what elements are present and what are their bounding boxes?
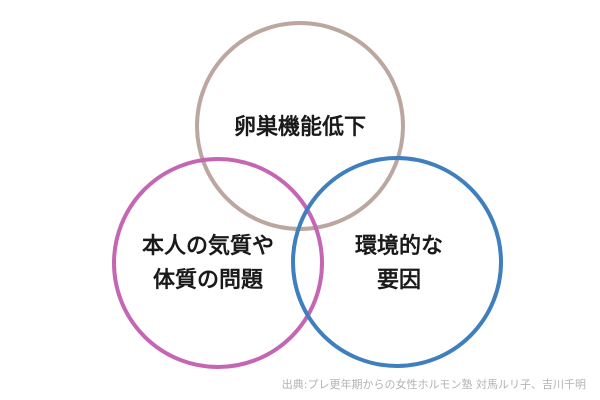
ring-temperament: [112, 157, 324, 369]
label-temperament-line1: 本人の気質や: [142, 233, 274, 259]
circle-temperament: 本人の気質や 体質の問題: [112, 157, 324, 369]
circle-environment: 環境的な 要因: [291, 156, 503, 368]
label-environment-line1: 環境的な: [355, 233, 443, 259]
ring-environment: [291, 156, 503, 368]
label-ovarian-decline: 卵巣機能低下: [234, 114, 366, 140]
label-temperament-line2: 体質の問題: [153, 268, 264, 293]
label-environment-line2: 要因: [377, 268, 421, 293]
source-citation: 出典:プレ更年期からの女性ホルモン塾 対馬ルリ子、吉川千明: [281, 378, 586, 391]
